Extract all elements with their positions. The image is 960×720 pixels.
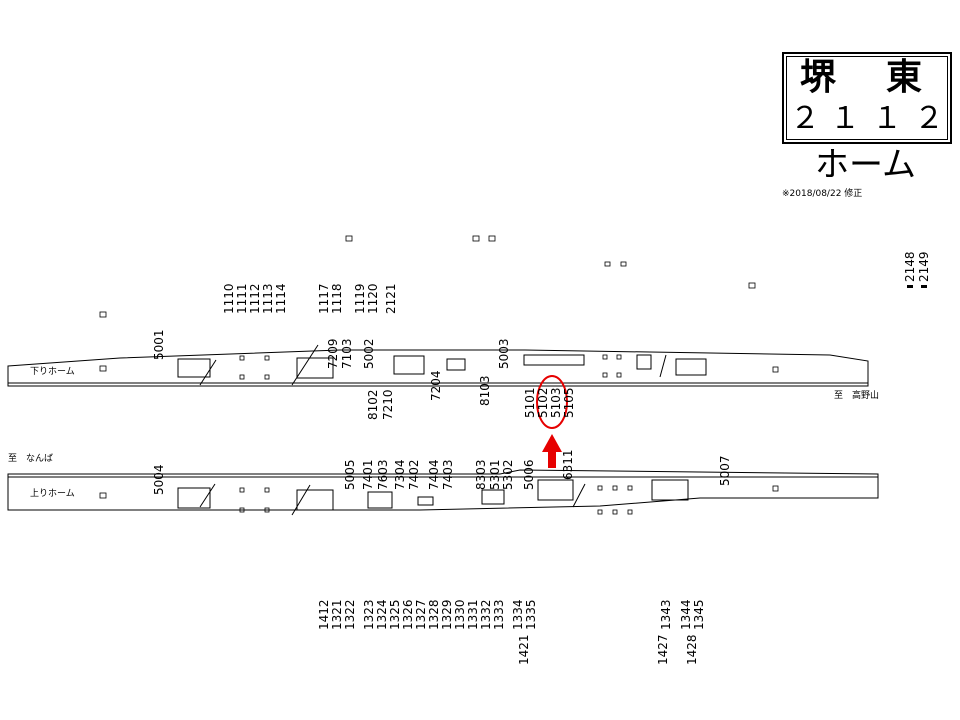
id-label: 1324 [375, 599, 389, 630]
id-label: 1327 [414, 599, 428, 630]
id-label: 7304 [393, 459, 407, 490]
id-label: 1326 [401, 599, 415, 630]
id-label: 1325 [388, 599, 402, 630]
target-circle [536, 375, 568, 429]
id-label: 8103 [478, 375, 492, 406]
station-name-char-1: 堺 [800, 57, 837, 98]
up-platform-outline [7, 469, 879, 511]
direction-koyasan: 至 高野山 [834, 391, 880, 401]
id-label: 5105 [562, 387, 576, 418]
id-label: 1345 [692, 599, 706, 630]
title-frame-inner [786, 56, 948, 140]
id-label: 1330 [453, 599, 467, 630]
id-label: 2149 [917, 251, 931, 282]
station-code-digit: ２ [790, 101, 820, 136]
id-label: 7603 [376, 459, 390, 490]
title-frame [782, 52, 952, 144]
id-label: 1344 [679, 599, 693, 630]
id-label: 1428 [685, 634, 699, 665]
id-label: 1119 [353, 283, 367, 314]
station-code-digit: １ [830, 101, 860, 136]
id-label: 7103 [340, 338, 354, 369]
id-label: 1329 [440, 599, 454, 630]
station-code-digit: １ [872, 101, 902, 136]
id-label: 1331 [466, 599, 480, 630]
id-label: 5302 [501, 459, 515, 490]
station-code-digit: ２ [914, 101, 944, 136]
id-label: 1412 [317, 599, 331, 630]
direction-namba: 至 なんば [8, 454, 54, 464]
id-label: 5001 [152, 329, 166, 360]
id-label: 7403 [441, 459, 455, 490]
id-label: 1118 [330, 283, 344, 314]
id-label: 1111 [235, 283, 249, 314]
id-label: 7210 [381, 389, 395, 420]
revision-note: ※2018/08/22 修正 [782, 189, 863, 199]
id-label: 1328 [427, 599, 441, 630]
id-label: 8303 [474, 459, 488, 490]
id-label: 1334 [511, 599, 525, 630]
id-label: 7209 [326, 338, 340, 369]
id-label: 1335 [524, 599, 538, 630]
id-label: 1114 [274, 283, 288, 314]
marker [921, 285, 927, 288]
id-label: 1421 [517, 634, 531, 665]
marker [907, 285, 913, 288]
id-label: 1427 [656, 634, 670, 665]
id-label: 1321 [330, 599, 344, 630]
id-label: 5101 [523, 387, 537, 418]
id-label: 5002 [362, 338, 376, 369]
id-label: 7401 [361, 459, 375, 490]
id-label: 1120 [366, 283, 380, 314]
id-label: 5004 [152, 464, 166, 495]
id-label: 1110 [222, 283, 236, 314]
target-arrow [542, 434, 562, 468]
id-label: 1113 [261, 283, 275, 314]
id-label: 5005 [343, 459, 357, 490]
id-label: 1343 [659, 599, 673, 630]
id-label: 2121 [384, 283, 398, 314]
id-label: 1332 [479, 599, 493, 630]
id-label: 5301 [488, 459, 502, 490]
id-label: 2148 [903, 251, 917, 282]
id-label: 5006 [522, 459, 536, 490]
id-label-target: 5103 [549, 387, 563, 418]
id-label: 5007 [718, 455, 732, 486]
id-label: 1117 [317, 283, 331, 314]
id-label: 8102 [366, 389, 380, 420]
id-label: 5102 [536, 387, 550, 418]
station-name-char-2: 東 [886, 57, 923, 98]
id-label: 1333 [492, 599, 506, 630]
down-platform-label: 下りホーム [30, 367, 75, 377]
id-label: 1112 [248, 283, 262, 314]
id-label: 1322 [343, 599, 357, 630]
id-label: 1323 [362, 599, 376, 630]
id-label: 6311 [561, 449, 575, 480]
id-label: 7204 [429, 370, 443, 401]
up-platform-label: 上りホーム [30, 489, 75, 499]
id-label: 7404 [427, 459, 441, 490]
subtitle: ホーム [815, 145, 916, 185]
down-platform-outline [7, 349, 869, 387]
id-label: 5003 [497, 338, 511, 369]
id-label: 7402 [407, 459, 421, 490]
